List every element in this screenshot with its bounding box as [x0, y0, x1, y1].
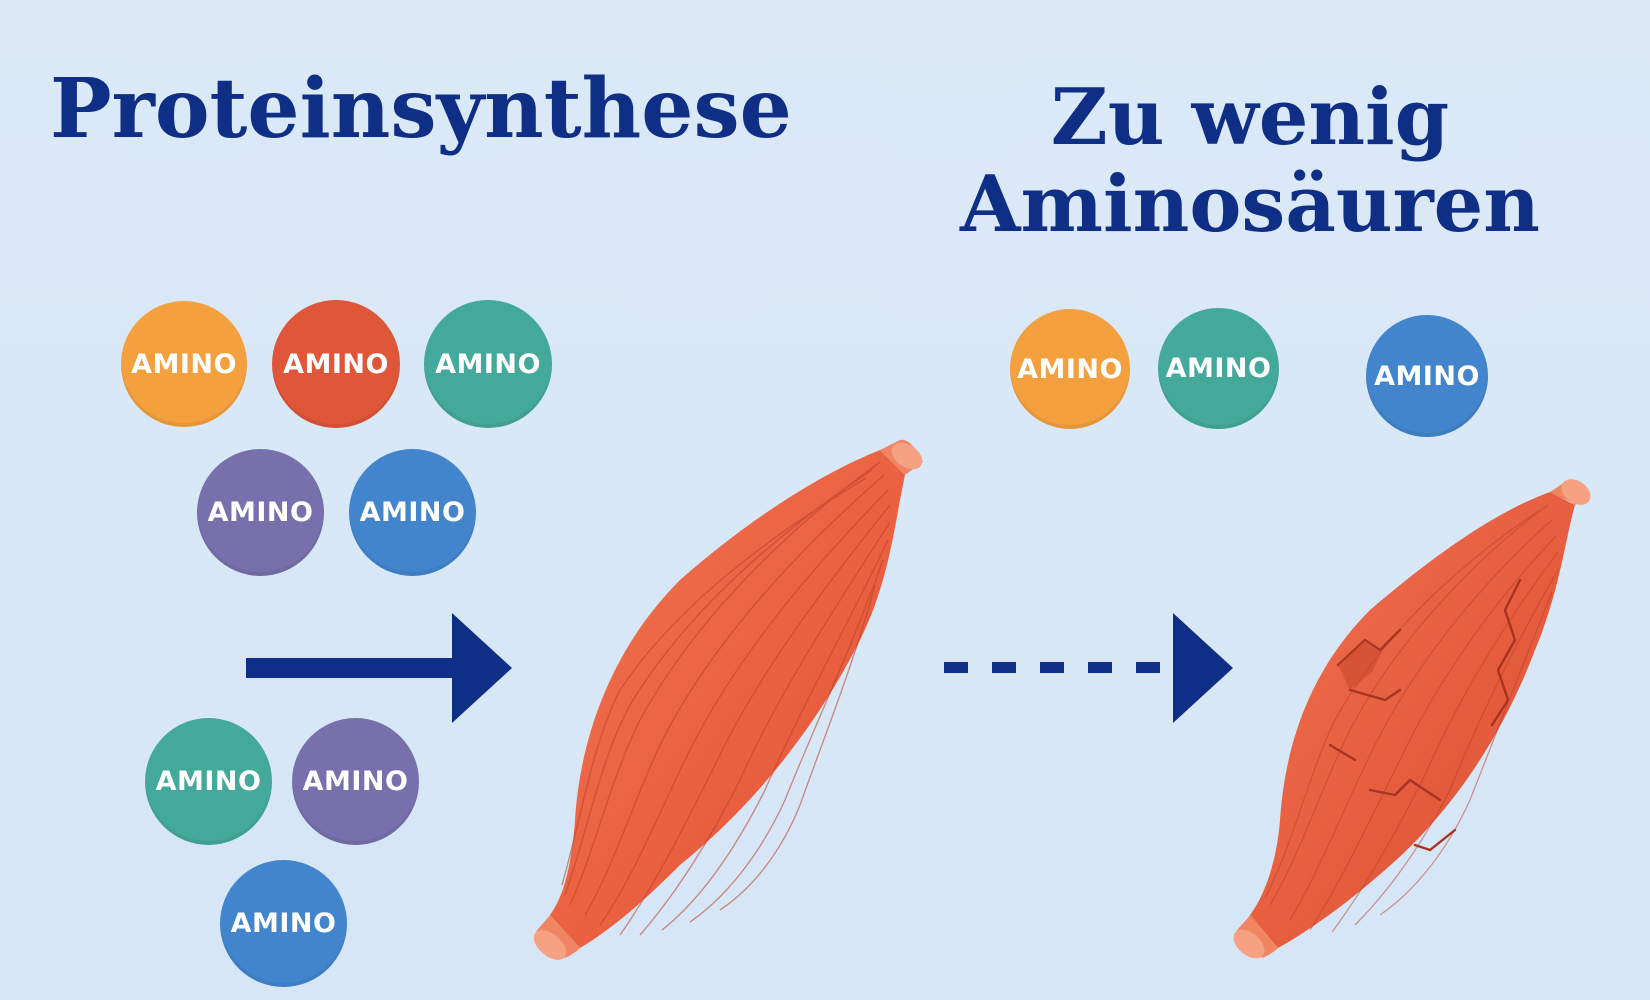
amino-bubble-purple: AMINO: [197, 449, 324, 576]
amino-bubble-teal: AMINO: [1158, 308, 1279, 429]
dashed-arrow: [944, 613, 1233, 723]
amino-bubble-purple: AMINO: [292, 718, 419, 845]
amino-bubble-blue: AMINO: [220, 860, 347, 987]
healthy-muscle: [533, 439, 923, 960]
title-zu-wenig-aminosaeuren: Zu wenig Aminosäuren: [930, 74, 1570, 249]
title-right-line-2: Aminosäuren: [959, 159, 1540, 251]
amino-bubble-blue: AMINO: [1366, 315, 1488, 437]
solid-arrow: [246, 613, 512, 723]
amino-bubble-teal: AMINO: [145, 718, 272, 845]
amino-bubble-red: AMINO: [272, 300, 400, 428]
amino-bubble-blue: AMINO: [349, 449, 476, 576]
title-right-line-1: Zu wenig: [1050, 72, 1450, 163]
amino-bubble-orange: AMINO: [121, 301, 247, 427]
amino-bubble-orange: AMINO: [1010, 309, 1130, 429]
damaged-muscle: [1233, 479, 1591, 959]
amino-bubble-teal: AMINO: [424, 300, 552, 428]
title-proteinsynthese: Proteinsynthese: [50, 61, 792, 157]
